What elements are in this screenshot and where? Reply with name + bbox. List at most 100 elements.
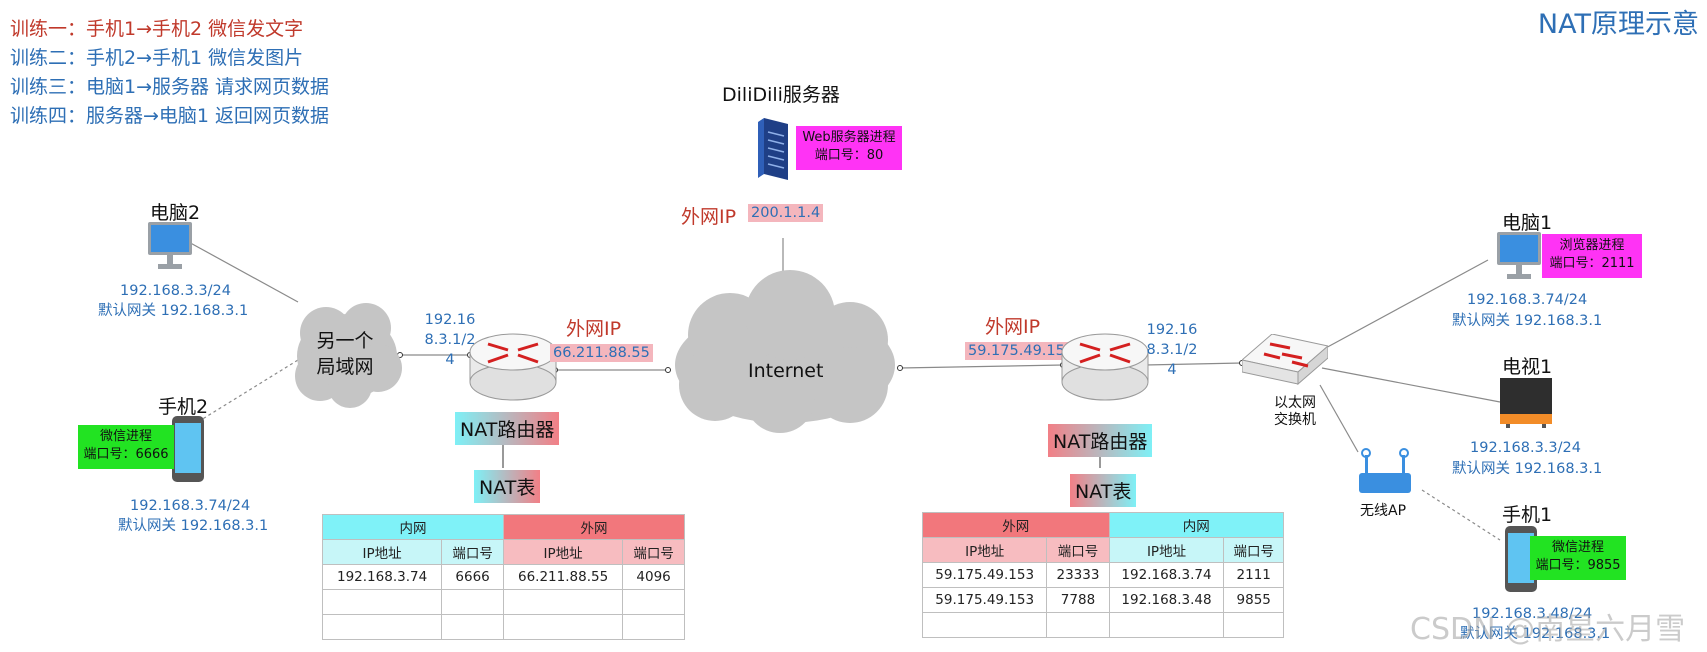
lan-cloud-icon [295, 303, 402, 408]
monitor-icon [1497, 232, 1541, 279]
left-table-header: IP地址 [502, 539, 624, 565]
left-table-header: 端口号 [441, 539, 504, 565]
right-router-lan-ip-text: 192.168.3.1/24 [1146, 322, 1198, 378]
table-cell [1108, 612, 1225, 638]
table-cell: 192.168.3.74 [1108, 562, 1225, 588]
table-row: 59.175.49.153 23333 192.168.3.74 2111 [921, 562, 1284, 588]
pc2-ip: 192.168.3.3/24 [120, 283, 231, 299]
right-router-lan-ip: 192.168.3.1/24 [1142, 320, 1202, 380]
table-cell [502, 614, 624, 640]
lan-cloud-label: 另一个局域网 [316, 330, 374, 378]
table-cell [441, 614, 504, 640]
task-3: 训练三：电脑1→服务器 请求网页数据 [10, 76, 330, 98]
right-table-group-lan: 内网 [1108, 512, 1285, 538]
phone1-process-tag: 微信进程 端口号：9855 [1530, 536, 1626, 580]
pc1-port: 端口号：2111 [1549, 256, 1635, 271]
table-cell [321, 589, 443, 615]
left-nat-table: 内网 外网 IP地址 端口号 IP地址 端口号 192.168.3.74 666… [321, 514, 686, 640]
server-label: DiliDili服务器 [722, 84, 840, 106]
left-table-group-wan: 外网 [502, 514, 686, 540]
table-cell: 23333 [1046, 562, 1110, 588]
tv1-ip: 192.168.3.3/24 [1470, 440, 1581, 456]
pc1-label: 电脑1 [1502, 212, 1553, 234]
watermark: CSDN @南星六月雪 [1410, 612, 1686, 647]
router-icon [469, 333, 557, 401]
table-cell [502, 589, 624, 615]
switch-label-text: 以太网交换机 [1274, 395, 1316, 428]
left-table-header: IP地址 [321, 539, 443, 565]
table-cell: 66.211.88.55 [502, 564, 624, 590]
left-router-wan-ip: 66.211.88.55 [550, 344, 653, 362]
right-nat-router-label: NAT路由器 [1048, 424, 1153, 457]
router-icon [1061, 333, 1149, 401]
phone2-process-name: 微信进程 [99, 429, 152, 444]
right-table-group-wan: 外网 [922, 512, 1110, 538]
left-router-lan-ip: 192.168.3.1/24 [420, 310, 480, 370]
tv1-label: 电视1 [1502, 356, 1553, 378]
left-router-lan-ip-text: 192.168.3.1/24 [424, 312, 476, 368]
server-process-tag: Web服务器进程 端口号：80 [796, 126, 902, 170]
table-cell [1223, 612, 1284, 638]
table-cell: 9855 [1223, 587, 1284, 613]
ap-label: 无线AP [1360, 503, 1407, 519]
left-table-group-lan: 内网 [322, 514, 504, 540]
table-cell [921, 612, 1048, 638]
table-cell: 59.175.49.153 [921, 587, 1048, 613]
table-cell: 2111 [1223, 562, 1284, 588]
table-cell: 4096 [622, 564, 685, 590]
table-row: 59.175.49.153 7788 192.168.3.48 9855 [921, 587, 1284, 613]
right-table-header: 端口号 [1223, 537, 1284, 563]
monitor-icon [148, 222, 192, 269]
pc2-label: 电脑2 [150, 202, 201, 224]
internet-cloud-icon [675, 270, 895, 433]
table-row [321, 614, 685, 640]
pc1-process-tag: 浏览器进程 端口号：2111 [1542, 234, 1642, 278]
table-cell [622, 589, 685, 615]
phone1-label: 手机1 [1502, 504, 1553, 526]
table-cell [1046, 612, 1110, 638]
server-port: 端口号：80 [814, 148, 884, 163]
phone1-process-name: 微信进程 [1551, 540, 1604, 555]
right-table-header: IP地址 [921, 537, 1048, 563]
phone2-process-tag: 微信进程 端口号：6666 [78, 425, 174, 469]
pc1-gateway: 默认网关 192.168.3.1 [1452, 313, 1603, 329]
phone1-port: 端口号：9855 [1535, 558, 1621, 573]
left-table-header: 端口号 [622, 539, 685, 565]
server-process-name: Web服务器进程 [802, 130, 896, 145]
right-router-wan-ip: 59.175.49.153 [965, 342, 1078, 360]
task-4: 训练四：服务器→电脑1 返回网页数据 [10, 105, 330, 127]
phone1-ip: 192.168.3.48/24 [1472, 606, 1593, 622]
pc1-ip: 192.168.3.74/24 [1467, 292, 1588, 308]
right-router-wan-label: 外网IP [985, 316, 1041, 338]
server-wan-ip: 200.1.1.4 [748, 204, 824, 222]
table-cell: 192.168.3.48 [1108, 587, 1225, 613]
table-cell [321, 614, 443, 640]
right-nat-table: 外网 内网 IP地址 端口号 IP地址 端口号 59.175.49.153 23… [921, 512, 1285, 638]
wireless-ap-icon [1359, 448, 1411, 493]
task-1: 训练一：手机1→手机2 微信发文字 [10, 18, 304, 40]
left-nat-table-label: NAT表 [474, 470, 541, 503]
pc1-process-name: 浏览器进程 [1559, 238, 1625, 253]
table-cell [441, 589, 504, 615]
page-title: NAT原理示意 [1537, 9, 1699, 40]
left-nat-router-label: NAT路由器 [455, 412, 560, 445]
phone1-gateway: 默认网关 192.168.3.1 [1460, 626, 1611, 642]
phone2-label: 手机2 [158, 396, 209, 418]
switch-label: 以太网交换机 [1270, 395, 1320, 429]
table-cell: 6666 [441, 564, 504, 590]
table-cell [622, 614, 685, 640]
phone2-gateway: 默认网关 192.168.3.1 [118, 518, 269, 534]
table-row: 192.168.3.74 6666 66.211.88.55 4096 [321, 564, 685, 590]
table-cell: 192.168.3.74 [321, 564, 443, 590]
phone-icon [1505, 526, 1537, 592]
task-2: 训练二：手机2→手机1 微信发图片 [10, 47, 304, 69]
phone2-ip: 192.168.3.74/24 [130, 498, 251, 514]
server-wan-label: 外网IP [681, 206, 737, 228]
table-row [921, 612, 1284, 638]
table-row [321, 589, 685, 615]
switch-icon [1242, 334, 1328, 386]
right-table-header: IP地址 [1108, 537, 1225, 563]
tv-icon [1500, 378, 1552, 428]
table-cell: 7788 [1046, 587, 1110, 613]
left-router-wan-label: 外网IP [566, 318, 622, 340]
